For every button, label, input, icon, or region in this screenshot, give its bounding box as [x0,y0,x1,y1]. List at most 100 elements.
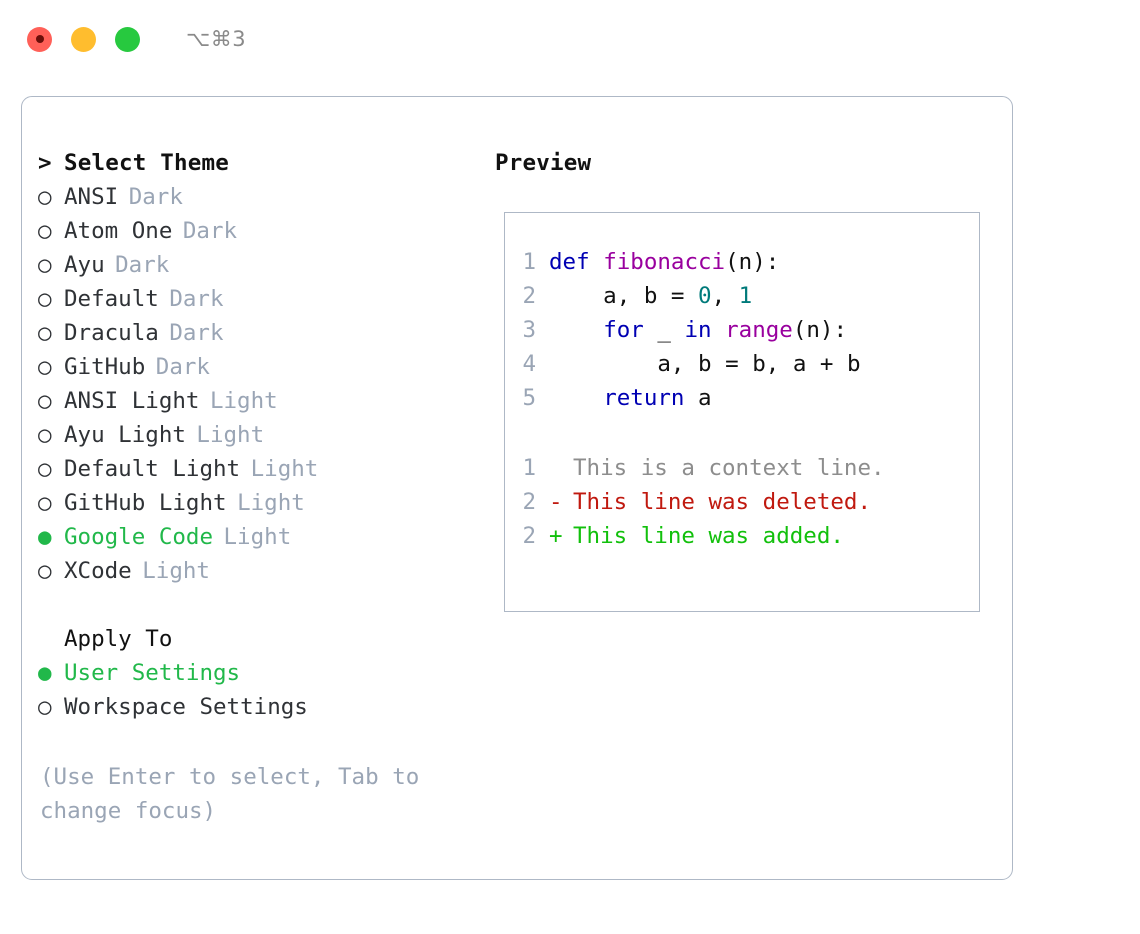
code-token-pl: (n): [725,249,780,275]
theme-option-ayu[interactable]: ○ Ayu Dark [38,252,486,286]
theme-name: Dracula [64,320,159,346]
prompt-caret-icon: > [38,150,52,176]
apply-to-heading-row: ○ Apply To [38,626,486,660]
apply-to-label: Workspace Settings [64,694,308,720]
radio-unselected-icon: ○ [38,218,52,244]
code-token-pl: a, b = b, a + b [549,351,861,377]
code-token-pl [549,385,603,411]
diff-line-ctx: 1 This is a context line. [505,455,979,489]
diff-content: This line was deleted. [573,489,872,515]
theme-option-dracula[interactable]: ○ Dracula Dark [38,320,486,354]
radio-unselected-icon: ○ [38,354,52,380]
radio-unselected-icon: ○ [38,456,52,482]
code-token-kw: def [549,249,604,275]
radio-selected-icon: ● [38,524,52,550]
theme-name: Ayu Light [64,422,186,448]
code-text: for _ in range(n): [549,317,847,343]
theme-name: Ayu [64,252,105,278]
code-token-pl [712,317,726,343]
page-title: Select Theme [64,150,229,176]
code-diff-gap [505,419,979,455]
radio-unselected-icon: ○ [38,320,52,346]
minimize-button[interactable] [71,26,96,52]
code-token-pl: (n): [792,317,848,343]
theme-kind-badge: Dark [115,252,170,278]
radio-unselected-icon: ○ [38,490,52,516]
maximize-button[interactable] [115,26,140,52]
window-controls [27,26,140,52]
diff-line-del: 2-This line was deleted. [505,489,979,523]
theme-name: GitHub Light [64,490,227,516]
line-number: 2 [522,283,536,309]
code-text: return a [549,385,712,411]
theme-kind-badge: Dark [128,184,183,210]
diff-text: This is a context line. [549,455,885,481]
diff-sign: - [549,489,563,515]
code-text: a, b = 0, 1 [549,283,752,309]
theme-kind-badge: Dark [169,286,224,312]
code-token-pl: _ [643,317,685,343]
diff-text: +This line was added. [549,523,844,549]
code-token-num: 0 [698,283,712,309]
radio-unselected-icon: ○ [38,694,52,720]
radio-unselected-icon: ○ [38,388,52,414]
code-line: 2 a, b = 0, 1 [505,283,979,317]
radio-selected-icon: ● [38,660,52,686]
diff-sign [549,455,573,481]
title-bar: ⌥⌘3 [0,0,1140,78]
apply-to-option-workspace-settings[interactable]: ○ Workspace Settings [38,694,486,728]
theme-name: Atom One [64,218,173,244]
theme-name: Default Light [64,456,241,482]
diff-content: This line was added. [573,523,844,549]
theme-name: Default [64,286,159,312]
radio-unselected-icon: ○ [38,286,52,312]
theme-kind-badge: Light [223,524,292,550]
diff-text: -This line was deleted. [549,489,871,515]
theme-kind-badge: Light [237,490,305,516]
code-token-fn: fibonacci [603,249,726,275]
list-gap [38,592,486,626]
line-number: 1 [522,455,536,481]
keyboard-hint: (Use Enter to select, Tab to change focu… [40,764,420,824]
code-line: 3 for _ in range(n): [505,317,979,351]
apply-to-list: ● User Settings ○ Workspace Settings [38,660,486,728]
radio-unselected-icon: ○ [38,184,52,210]
theme-option-github-light[interactable]: ○ GitHub Light Light [38,490,486,524]
blank-marker-icon: ○ [38,628,64,651]
radio-unselected-icon: ○ [38,422,52,448]
diff-content: This is a context line. [573,455,885,481]
theme-option-default[interactable]: ○ Default Dark [38,286,486,320]
theme-name: ANSI Light [64,388,200,414]
code-text: def fibonacci(n): [549,249,779,275]
code-token-pl: a, b = [549,283,699,309]
line-number: 2 [522,489,536,515]
radio-unselected-icon: ○ [38,252,52,278]
theme-kind-badge: Light [196,422,265,448]
preview-heading: Preview [495,150,592,176]
selector-title-row: > Select Theme [38,150,486,184]
theme-option-ayu-light[interactable]: ○ Ayu Light Light [38,422,486,456]
apply-to-option-user-settings[interactable]: ● User Settings [38,660,486,694]
radio-unselected-icon: ○ [38,558,52,584]
theme-kind-badge: Dark [169,320,224,346]
code-line: 5 return a [505,385,979,419]
code-token-pl: a [684,385,712,411]
line-number: 2 [522,523,536,549]
theme-kind-badge: Light [142,558,210,584]
code-token-kw: for [603,317,644,343]
close-button[interactable] [27,26,52,52]
apply-to-label: User Settings [64,660,241,686]
code-token-kw: return [603,385,685,411]
